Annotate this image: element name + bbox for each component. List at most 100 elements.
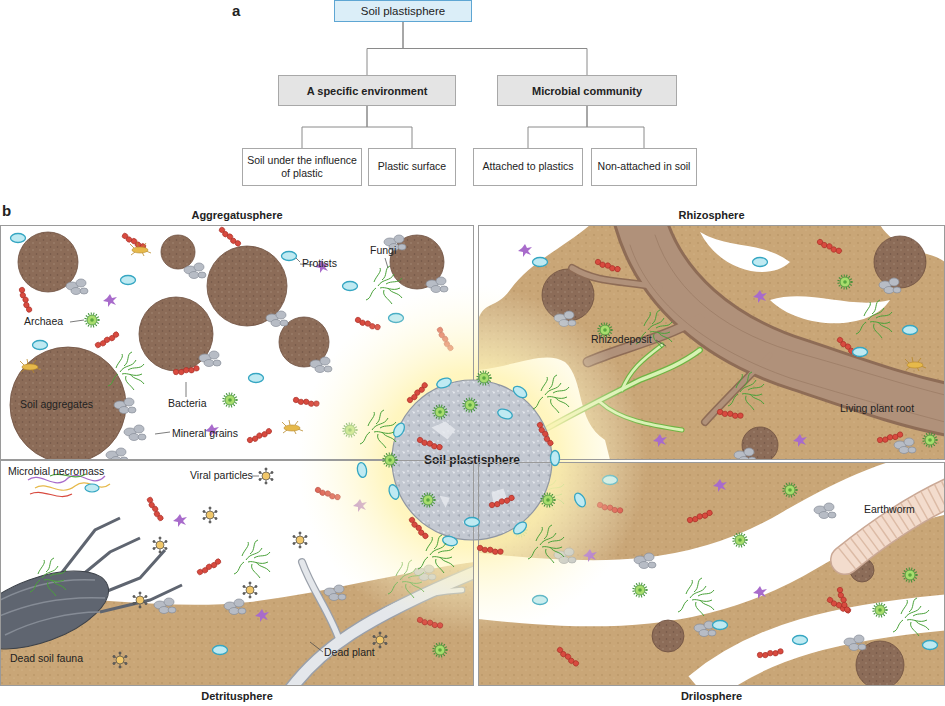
detritusphere-scene bbox=[302, 562, 340, 642]
box-label: Soil under the influence of plastic bbox=[247, 154, 357, 180]
callout-label: Earthworm bbox=[864, 503, 915, 516]
tree-connector bbox=[528, 106, 587, 148]
rhizosphere-scene bbox=[894, 438, 916, 454]
rhizosphere-scene bbox=[478, 225, 590, 320]
drilosphere-scene bbox=[845, 490, 945, 560]
detritusphere-scene bbox=[252, 476, 323, 652]
rhizosphere-scene bbox=[717, 409, 744, 420]
drilosphere-scene bbox=[678, 578, 714, 616]
rhizosphere-scene bbox=[905, 357, 926, 371]
detritusphere-scene bbox=[113, 652, 127, 668]
drilosphere-scene bbox=[713, 621, 728, 630]
aggregatusphere-scene bbox=[266, 311, 288, 327]
detritusphere-scene bbox=[353, 499, 367, 512]
detritusphere-scene bbox=[373, 632, 387, 648]
protist bbox=[511, 520, 528, 537]
root-box: Soil plastisphere bbox=[334, 0, 472, 22]
detritusphere-scene bbox=[290, 570, 474, 686]
rhizosphere-scene bbox=[548, 345, 700, 430]
aggregatusphere-scene bbox=[435, 326, 454, 352]
bacteria bbox=[477, 545, 504, 556]
aggregatusphere-scene bbox=[155, 432, 170, 434]
aggregatusphere-scene bbox=[296, 258, 300, 262]
aggregatusphere-scene bbox=[66, 235, 448, 460]
panel-heading: Detritusphere bbox=[1, 690, 473, 702]
detritusphere-scene bbox=[416, 617, 443, 630]
rhizosphere-scene bbox=[700, 232, 790, 272]
rhizosphere-scene bbox=[877, 431, 904, 444]
aggregatusphere-scene bbox=[184, 263, 206, 279]
drilosphere-scene bbox=[603, 476, 618, 485]
rhizosphere-scene bbox=[518, 244, 807, 447]
aggregatusphere-scene bbox=[86, 314, 99, 327]
drilosphere-scene bbox=[845, 490, 945, 560]
aggregatusphere-scene bbox=[199, 351, 221, 367]
drilosphere-scene bbox=[478, 462, 945, 686]
detritusphere-scene bbox=[60, 518, 182, 612]
protist bbox=[496, 407, 513, 421]
detritusphere-scene bbox=[362, 590, 462, 626]
detritusphere-scene bbox=[224, 599, 246, 615]
aggregatusphere-scene bbox=[354, 317, 381, 332]
aggregatusphere-scene bbox=[11, 234, 404, 383]
detritusphere-scene bbox=[434, 644, 447, 657]
detritusphere-scene bbox=[234, 540, 270, 578]
detritusphere-scene bbox=[196, 558, 222, 577]
aggregatusphere-scene bbox=[390, 235, 444, 289]
drilosphere-scene bbox=[554, 503, 866, 651]
bacteria bbox=[406, 381, 554, 555]
fungal-hyphae bbox=[360, 410, 396, 448]
drilosphere-scene bbox=[856, 641, 904, 686]
detritusphere-scene bbox=[388, 560, 424, 598]
aggregatusphere-scene bbox=[103, 260, 447, 437]
rhizosphere-scene bbox=[924, 434, 937, 447]
aggregatusphere-scene bbox=[33, 341, 48, 350]
aggregatusphere-scene bbox=[10, 232, 444, 460]
rhizosphere-scene bbox=[816, 238, 842, 255]
aggregatusphere-scene bbox=[344, 424, 357, 437]
rhizosphere-scene bbox=[572, 225, 945, 422]
detritusphere-scene bbox=[133, 592, 147, 608]
rhizosphere-scene bbox=[554, 278, 916, 460]
callout-label: Dead soil fauna bbox=[10, 652, 83, 665]
aggregatusphere-scene bbox=[66, 279, 88, 295]
rhizosphere-scene bbox=[533, 258, 918, 357]
detritusphere-scene bbox=[243, 582, 257, 598]
fungal-hyphae bbox=[418, 535, 454, 573]
tree-connector bbox=[367, 106, 412, 148]
callout-label: Living plant root bbox=[840, 402, 914, 415]
tree-connector bbox=[403, 22, 587, 75]
rhizosphere-scene bbox=[548, 350, 700, 428]
rhizosphere-scene bbox=[478, 225, 945, 460]
drilosphere-scene bbox=[874, 604, 887, 617]
aggregatusphere-scene bbox=[426, 277, 448, 293]
aggregatusphere-scene bbox=[20, 242, 303, 434]
detritusphere-scene bbox=[252, 476, 259, 477]
bacteria bbox=[489, 494, 516, 509]
rhizosphere-scene bbox=[880, 225, 945, 262]
aggregatusphere-scene bbox=[385, 258, 388, 268]
drilosphere-scene bbox=[700, 612, 945, 686]
rhizosphere-scene bbox=[905, 357, 926, 371]
aggregatusphere-scene bbox=[218, 226, 242, 248]
aggregatusphere-scene bbox=[343, 282, 358, 291]
drilosphere-scene bbox=[478, 480, 945, 686]
detritusphere-scene bbox=[293, 532, 307, 548]
rhizosphere-scene bbox=[572, 268, 660, 288]
rhizosphere-scene bbox=[903, 326, 918, 335]
bacteria bbox=[407, 516, 429, 540]
rhizosphere-scene bbox=[879, 278, 901, 294]
detritusphere-scene bbox=[28, 474, 110, 497]
rhizosphere-scene bbox=[753, 290, 767, 303]
drilosphere-scene bbox=[583, 479, 767, 599]
drilosphere-scene bbox=[757, 648, 784, 659]
drilosphere-scene bbox=[734, 534, 747, 547]
detritusphere-scene bbox=[30, 540, 424, 598]
callout-label: Mineral grains bbox=[172, 427, 238, 440]
drilosphere-scene bbox=[478, 462, 945, 686]
rhizosphere-scene bbox=[640, 225, 945, 410]
rhizosphere-scene bbox=[572, 268, 660, 288]
rhizosphere-scene bbox=[548, 350, 700, 428]
